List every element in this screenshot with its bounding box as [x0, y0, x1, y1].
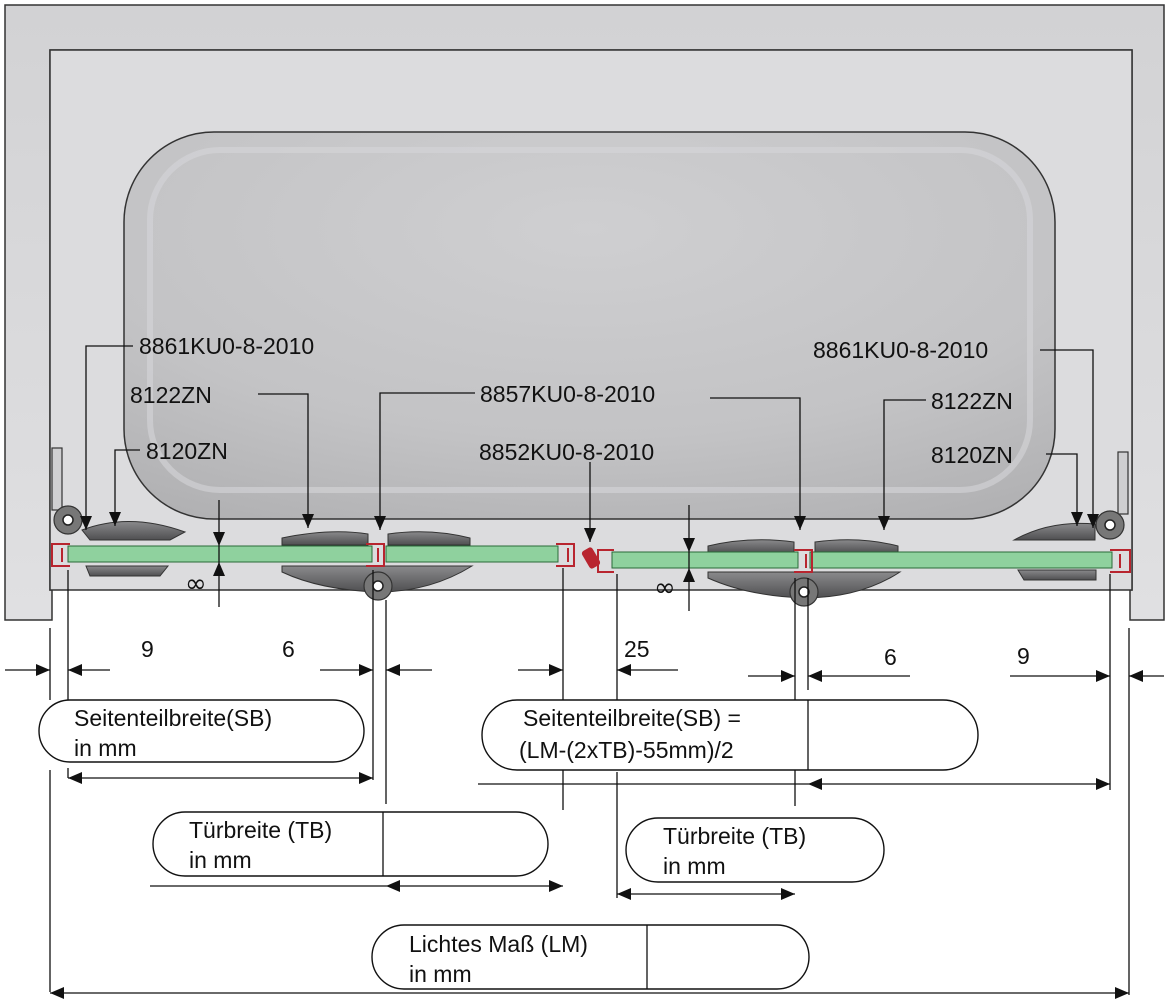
- label-center-seal: 8852KU0-8-2010: [479, 439, 654, 465]
- field-door-width-right[interactable]: Türbreite (TB) in mm: [625, 817, 885, 883]
- dim-center-gap: 25: [624, 636, 650, 662]
- label-center-profile: 8857KU0-8-2010: [480, 381, 655, 407]
- glass-door-left: [385, 545, 559, 563]
- wall-post-left: [51, 447, 63, 511]
- door-width-left-line2: in mm: [189, 847, 252, 873]
- seal-magnet: [581, 547, 601, 569]
- center-left-hinge-upper: [281, 531, 369, 546]
- label-left-profile: 8861KU0-8-2010: [139, 333, 314, 359]
- door-width-left-line1: Türbreite (TB): [189, 817, 332, 843]
- profile-left-wall: [51, 543, 70, 567]
- field-clear-width[interactable]: Lichtes Maß (LM) in mm: [371, 924, 810, 990]
- glass-panels: [67, 545, 1113, 569]
- enclosure: [4, 4, 1165, 621]
- infinity-right: ∞: [654, 573, 676, 603]
- left-hinge-upper: [81, 520, 187, 541]
- left-hinge-lower: [85, 565, 170, 577]
- dim-left-gap: 9: [141, 636, 154, 662]
- side-width-left-line1: Seitenteilbreite(SB): [74, 705, 272, 731]
- label-right-hinge-lower: 8120ZN: [931, 442, 1013, 468]
- glass-side-left: [67, 545, 373, 563]
- callouts: 8861KU0-8-2010 8122ZN 8120ZN 8857KU0-8-2…: [80, 333, 1099, 542]
- width-dimensions: [50, 772, 1129, 999]
- clear-width-line1: Lichtes Maß (LM): [409, 931, 588, 957]
- profile-center-right: [794, 549, 813, 573]
- dim-right-gap: 9: [1017, 643, 1030, 669]
- door-width-right-line2: in mm: [663, 853, 726, 879]
- center-right-hinge-upper: [707, 539, 795, 554]
- clear-width-line2: in mm: [409, 961, 472, 987]
- right-hinge-lower: [1017, 569, 1097, 581]
- glass-side-right: [809, 551, 1113, 569]
- dim-left-door-gap: 6: [282, 636, 295, 662]
- glass-door-right: [611, 551, 799, 569]
- door-width-right-line1: Türbreite (TB): [663, 823, 806, 849]
- label-right-hinge-upper: 8122ZN: [931, 388, 1013, 414]
- field-side-width-left[interactable]: Seitenteilbreite(SB) in mm: [38, 699, 365, 763]
- center-right-hinge-upper-2: [814, 539, 899, 554]
- right-hinge-upper: [1012, 522, 1096, 541]
- label-left-hinge-upper: 8122ZN: [130, 382, 212, 408]
- gap-dimensions: 9 6 25 6 9: [5, 636, 1164, 682]
- label-right-profile: 8861KU0-8-2010: [813, 337, 988, 363]
- profile-center-left: [366, 543, 385, 567]
- side-width-right-line1: Seitenteilbreite(SB) =: [523, 705, 741, 731]
- infinity-markers: ∞ ∞: [185, 500, 695, 611]
- side-width-right-line2: (LM-(2xTB)-55mm)/2: [519, 737, 734, 763]
- infinity-left: ∞: [185, 569, 207, 599]
- fittings: [53, 505, 1125, 607]
- seal-profiles: [51, 543, 1131, 573]
- center-left-hinge-upper-2: [387, 531, 471, 546]
- side-width-left-line2: in mm: [74, 735, 137, 761]
- profile-door-left-end: [556, 543, 575, 567]
- dim-right-door-gap: 6: [884, 644, 897, 670]
- wall-post-right: [1117, 451, 1129, 515]
- profile-right-wall: [1110, 549, 1131, 573]
- field-door-width-left[interactable]: Türbreite (TB) in mm: [152, 811, 549, 877]
- label-left-hinge-lower: 8120ZN: [146, 438, 228, 464]
- field-side-width-right[interactable]: Seitenteilbreite(SB) = (LM-(2xTB)-55mm)/…: [481, 699, 979, 771]
